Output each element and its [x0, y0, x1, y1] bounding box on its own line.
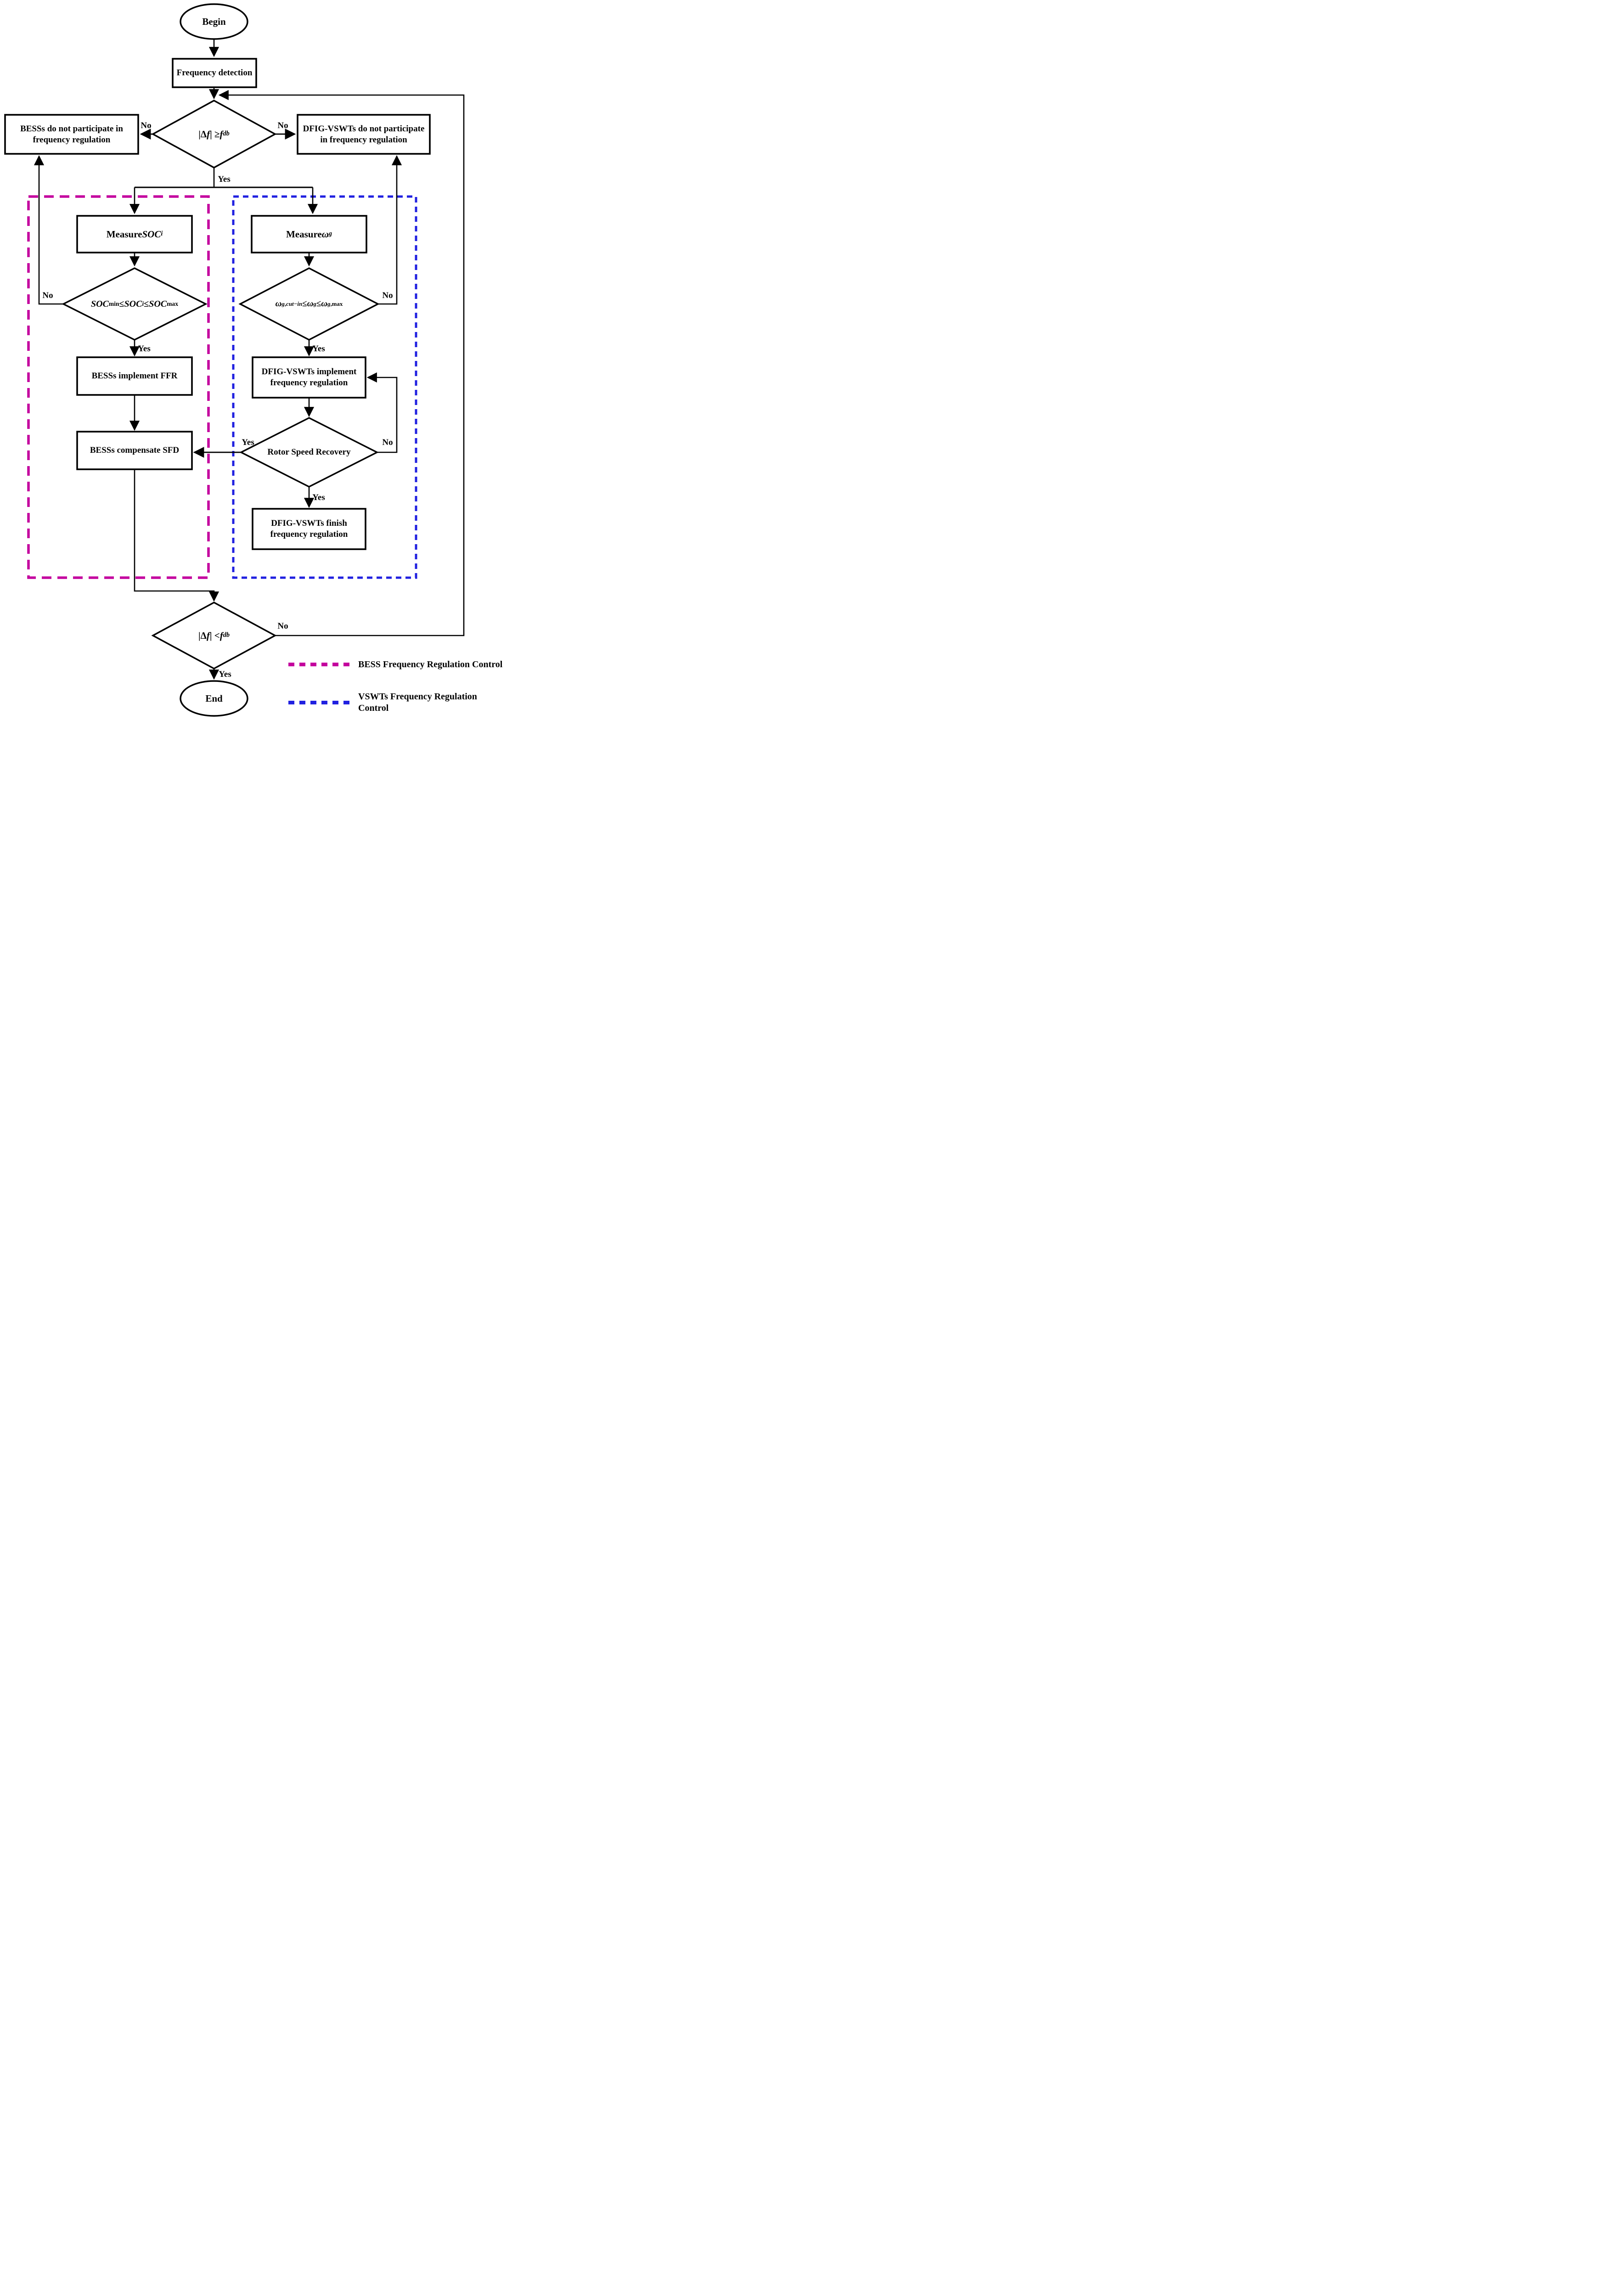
legend-vswt-label: VSWTs Frequency Regulation Control	[358, 692, 477, 713]
soc-range-diamond	[62, 267, 208, 341]
omega-range-diamond	[238, 267, 380, 341]
vswt-control-region	[232, 195, 417, 579]
measure-soc-box	[76, 215, 193, 253]
soc-yes-label: Yes	[138, 344, 151, 354]
rotor-recovery-label: Rotor Speed Recovery	[267, 447, 351, 457]
connector-d2-no-feedback	[218, 90, 465, 636]
dfig-implement-box	[252, 356, 366, 399]
d1-no-left-label: No	[141, 121, 152, 131]
measure-omega-box	[251, 215, 367, 253]
begin-label: Begin	[202, 16, 226, 27]
omega-yes-label: Yes	[312, 344, 325, 354]
legend-bess-label: BESS Frequency Regulation Control	[358, 659, 503, 670]
bess-ffr-label: BESSs implement FFR	[91, 371, 178, 381]
bess-not-participate-box	[4, 114, 139, 155]
bess-not-participate-label: BESSs do not participate in frequency re…	[20, 124, 123, 145]
end-terminal	[180, 680, 248, 717]
d1-no-right-label: No	[277, 121, 288, 131]
connector-rotor-no-loop	[366, 372, 398, 453]
end-label: End	[205, 692, 223, 704]
dfig-finish-label: DFIG-VSWTs finish frequency regulation	[270, 518, 348, 539]
connector-sfd-d2	[134, 469, 220, 602]
dfig-not-participate-label: DFIG-VSWTs do not participate in frequen…	[303, 124, 425, 145]
d2-no-label: No	[277, 621, 288, 631]
d2-yes-label: Yes	[219, 670, 231, 680]
dfig-finish-box	[252, 508, 366, 550]
omega-no-label: No	[382, 291, 393, 301]
soc-no-label: No	[42, 291, 53, 301]
rotor-yes-left-label: Yes	[242, 438, 254, 448]
dfig-not-participate-box	[297, 114, 431, 155]
begin-terminal	[180, 3, 248, 40]
d1-yes-label: Yes	[218, 174, 231, 185]
connector-omega-no	[378, 155, 402, 305]
rotor-no-label: No	[382, 438, 393, 448]
frequency-detection-box	[172, 58, 257, 88]
d1-deadband-diamond	[151, 100, 277, 169]
bess-sfd-label: BESSs compensate SFD	[90, 445, 180, 456]
rotor-yes-down-label: Yes	[312, 493, 325, 503]
flowchart-shapes	[4, 3, 465, 717]
connector-soc-no	[34, 155, 63, 305]
frequency-detection-label: Frequency detection	[176, 68, 253, 78]
dfig-implement-label: DFIG-VSWTs implement frequency regulatio…	[261, 367, 357, 388]
rotor-recovery-diamond	[239, 417, 379, 488]
bess-ffr-box	[76, 356, 193, 396]
d2-deadband-diamond	[151, 602, 277, 670]
bess-sfd-box	[76, 431, 193, 470]
